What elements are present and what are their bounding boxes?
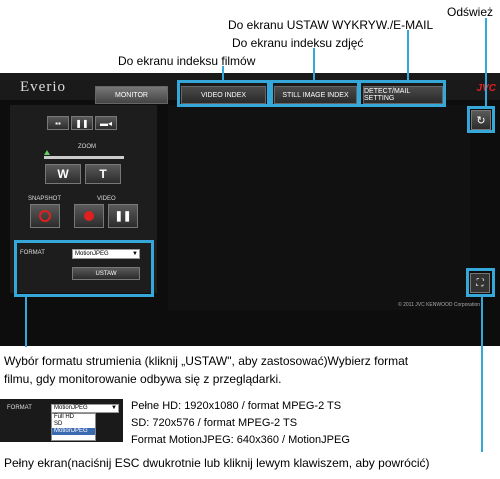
fullscreen-highlight — [466, 268, 495, 297]
zoom-tele-button[interactable]: T — [85, 164, 121, 184]
record-button[interactable] — [74, 204, 104, 228]
zoom-slider[interactable] — [44, 156, 124, 159]
video-preview — [168, 105, 470, 310]
snapshot-label: SNAPSHOT — [28, 196, 62, 202]
spec-sd: SD: 720x576 / format MPEG-2 TS — [131, 417, 298, 429]
everio-logo: Everio — [20, 79, 66, 95]
video-label: VIDEO — [97, 196, 116, 202]
tab-monitor[interactable]: MONITOR — [95, 86, 168, 104]
connector-detect-mail — [407, 30, 409, 82]
dropdown-option[interactable]: Full HD — [54, 414, 75, 420]
tab-highlight-detect — [358, 80, 446, 107]
snapshot-button[interactable] — [30, 204, 60, 228]
dropdown-selected-value: MotionJPEG — [54, 405, 88, 411]
dropdown-options-list: Full HD SD MotionJPEG — [51, 413, 96, 441]
connector-refresh — [485, 18, 487, 108]
record-icon — [84, 211, 94, 221]
tab-highlight-video — [177, 80, 270, 107]
format-label: FORMAT — [20, 250, 45, 256]
tab-highlight-still — [270, 80, 360, 107]
zoom-slider-marker — [44, 150, 50, 155]
format-description-line1: Wybór formatu strumienia (kliknij „USTAW… — [4, 354, 409, 368]
pause-mode-button[interactable]: ❚❚ — [71, 116, 93, 130]
camera-mode-button[interactable]: ▪▪ — [47, 116, 69, 130]
zoom-label: ZOOM — [78, 144, 96, 150]
refresh-icon: ↻ — [476, 114, 486, 127]
zoom-wide-button[interactable]: W — [45, 164, 81, 184]
dropdown-chevron-icon: ▼ — [111, 405, 117, 411]
pause-icon: ❚❚ — [114, 210, 132, 222]
fullscreen-icon: ⛶ — [476, 277, 484, 289]
format-description-line2: filmu, gdy monitorowanie odbywa się z pr… — [4, 372, 282, 386]
pause-button[interactable]: ❚❚ — [108, 204, 138, 228]
tab-video-index[interactable]: VIDEO INDEX — [181, 86, 266, 104]
connector-fullscreen — [481, 297, 483, 452]
format-dropdown-panel: FORMAT MotionJPEG ▼ Full HD SD MotionJPE… — [0, 399, 123, 442]
dropdown-option[interactable]: MotionJPEG — [52, 428, 95, 435]
fullscreen-button[interactable]: ⛶ — [470, 273, 490, 293]
power-mode-button[interactable]: ▬◂ — [95, 116, 117, 130]
everio-app-window: Everio MONITOR VIDEO INDEX STILL IMAGE I… — [0, 73, 500, 346]
still-index-callout: Do ekranu indeksu zdjęć — [232, 36, 364, 50]
chevron-down-icon: ▼ — [132, 251, 138, 257]
spec-full-hd: Pełne HD: 1920x1080 / format MPEG-2 TS — [131, 400, 342, 412]
control-panel — [10, 105, 157, 293]
tab-detect-mail-setting[interactable]: DETECT/MAIL SETTING — [363, 86, 443, 104]
set-button[interactable]: USTAW — [72, 267, 140, 280]
tab-still-image-index[interactable]: STILL IMAGE INDEX — [274, 86, 357, 104]
format-select-value: MotionJPEG — [75, 251, 109, 257]
connector-still-index — [313, 48, 315, 82]
refresh-highlight — [467, 106, 495, 133]
format-select[interactable]: MotionJPEG ▼ — [72, 249, 140, 259]
dropdown-format-label: FORMAT — [7, 405, 32, 411]
refresh-callout: Odśwież — [447, 5, 494, 19]
detect-mail-callout: Do ekranu USTAW WYKRYW./E-MAIL — [228, 18, 434, 32]
connector-format — [25, 297, 27, 347]
fullscreen-note: Pełny ekran(naciśnij ESC dwukrotnie lub … — [4, 456, 430, 470]
refresh-button[interactable]: ↻ — [471, 110, 491, 130]
connector-video-index — [222, 66, 224, 82]
dropdown-select[interactable]: MotionJPEG ▼ — [51, 404, 119, 413]
spec-motionjpeg: Format MotionJPEG: 640x360 / MotionJPEG — [131, 434, 350, 446]
dropdown-option[interactable]: SD — [54, 421, 63, 427]
video-index-callout: Do ekranu indeksu filmów — [118, 54, 256, 68]
format-highlight — [14, 240, 154, 297]
copyright-text: © 2011 JVC KENWOOD Corporation — [398, 302, 480, 308]
snapshot-icon — [39, 210, 51, 222]
